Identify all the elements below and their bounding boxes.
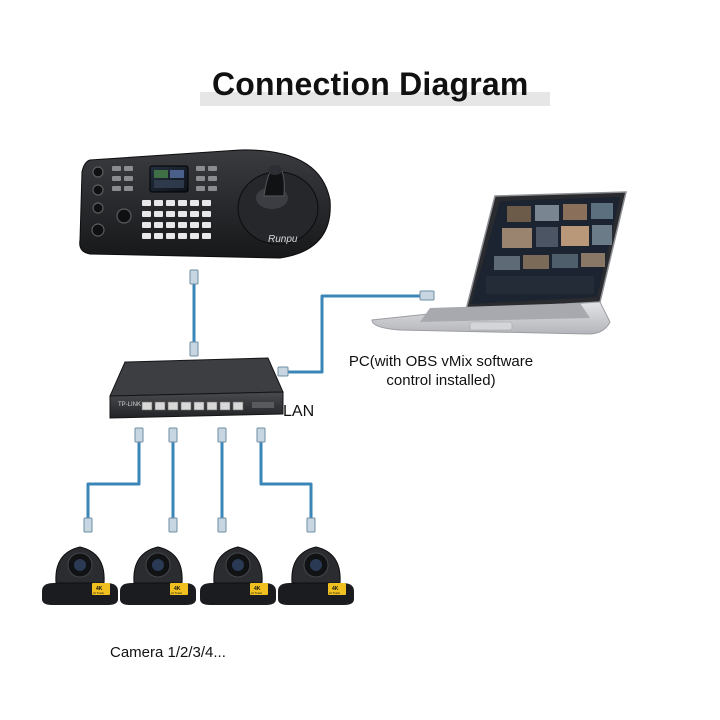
rj45-plug — [168, 517, 178, 533]
controller-brand-logo: Runpu — [268, 234, 298, 245]
controller-buttons — [112, 166, 217, 191]
rj45-plug — [256, 427, 266, 443]
laptop-pc — [371, 191, 627, 335]
controller-keypad — [142, 200, 211, 239]
ptz-controller: Runpu — [79, 149, 331, 259]
ptz-camera-4: 4K AI Track — [278, 546, 354, 605]
camera-badge-subtext: AI Track — [171, 591, 183, 595]
lan-label: LAN — [283, 403, 315, 420]
camera-badge-text: 4K — [254, 586, 261, 592]
pc-label-line-2: control installed) — [386, 372, 496, 389]
switch-ports — [141, 401, 244, 411]
camera-badge-subtext: AI Track — [93, 591, 105, 595]
camera-badge — [328, 583, 346, 595]
page-title: Connection Diagram — [212, 66, 529, 102]
controller-knobs — [91, 166, 132, 237]
ptz-camera-2: 4K AI Track — [120, 546, 196, 605]
laptop-keyboard — [420, 303, 590, 322]
camera-badge — [250, 583, 268, 595]
pc-label: PC(with OBS vMix software control instal… — [336, 352, 546, 390]
camera-badge — [92, 583, 110, 595]
controller-lcd-screen — [149, 165, 189, 193]
camera-badge — [170, 583, 188, 595]
rj45-plug — [189, 269, 199, 285]
camera-badge-subtext: AI Track — [251, 591, 263, 595]
rj45-plug — [217, 427, 227, 443]
ptz-camera-3: 4K AI Track — [200, 546, 276, 605]
rj45-plug — [189, 341, 199, 357]
rj45-plug — [83, 517, 93, 533]
camera-badge-text: 4K — [174, 586, 181, 592]
network-switch: TP-LINK — [109, 357, 284, 419]
cable-switch-pc — [281, 294, 422, 374]
cable-camera-1 — [86, 438, 141, 530]
pc-label-line-1: PC(with OBS vMix software — [348, 353, 534, 370]
rj45-plug — [277, 366, 289, 377]
camera-badge-text: 4K — [96, 586, 103, 592]
rj45-plug — [217, 517, 227, 533]
rj45-plug — [306, 517, 316, 533]
ptz-cameras: 4K AI Track 4K AI Track 4K AI Track — [42, 546, 354, 605]
cable-camera-4 — [259, 438, 313, 530]
title-block: Connection Diagram — [200, 64, 550, 108]
camera-label: Camera 1/2/3/4... — [110, 644, 226, 661]
camera-badge-text: 4K — [332, 586, 339, 592]
rj45-plug — [168, 427, 178, 443]
software-ui-thumbnails — [486, 203, 613, 294]
laptop-touchpad — [469, 321, 513, 331]
ptz-camera-1: 4K AI Track — [42, 546, 118, 605]
cable-connectors — [83, 269, 435, 533]
switch-brand-logo: TP-LINK — [118, 402, 141, 408]
title-underline-bar — [200, 92, 550, 106]
camera-badge-subtext: AI Track — [329, 591, 341, 595]
rj45-plug — [134, 427, 144, 443]
rj45-plug — [419, 290, 435, 301]
